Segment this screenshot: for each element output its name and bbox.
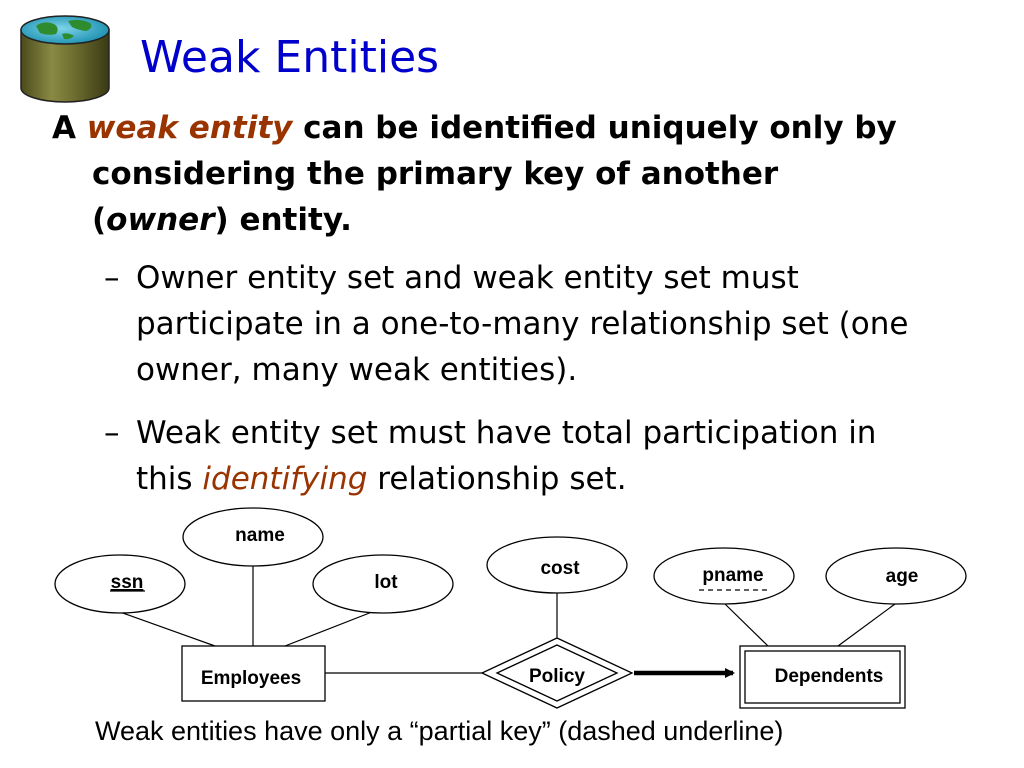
main-statement: A weak entity can be identified uniquely… — [52, 105, 1012, 243]
database-globe-icon — [20, 15, 110, 103]
sub-bullet-1: –Owner entity set and weak entity set mu… — [104, 255, 1014, 393]
entity-employees-label: Employees — [201, 668, 301, 689]
relationship-policy-label: Policy — [529, 666, 585, 687]
attribute-name-label: name — [235, 525, 285, 546]
pname-connector — [724, 603, 769, 647]
main-line-3-open: ( — [92, 202, 107, 238]
main-line-1-prefix: A — [52, 110, 87, 146]
dash-bullet: – — [104, 260, 120, 296]
age-connector — [837, 603, 896, 647]
attribute-age-label: age — [886, 566, 919, 587]
entity-employees: Employees — [181, 645, 326, 702]
weak-entity-term: weak entity — [86, 110, 293, 146]
attribute-age: age — [825, 547, 967, 605]
sub-bullet-1-line-2: participate in a one-to-many relationshi… — [136, 306, 909, 342]
sub-bullet-1-line-3: owner, many weak entities). — [136, 352, 578, 388]
relationship-policy: Policy — [480, 637, 634, 709]
attribute-cost-label: cost — [540, 558, 580, 579]
attribute-ssn: ssn — [54, 554, 186, 614]
sub-bullet-2-prefix: this — [136, 461, 203, 497]
attribute-lot-label: lot — [374, 572, 398, 593]
main-line-3: (owner) entity. — [52, 197, 1012, 243]
dash-bullet: – — [104, 415, 120, 451]
ssn-connector — [119, 611, 216, 647]
sub-bullet-1-text-1: Owner entity set and weak entity set mus… — [136, 260, 799, 296]
main-line-1-rest: can be identified uniquely only by — [292, 110, 897, 146]
owner-term: owner — [106, 202, 215, 238]
main-line-3-close: ) entity. — [214, 202, 352, 238]
attribute-cost: cost — [486, 536, 628, 594]
attribute-pname-label: pname — [702, 565, 763, 586]
entity-dependents: Dependents — [739, 645, 906, 709]
sub-bullet-2: –Weak entity set must have total partici… — [104, 410, 1014, 502]
attribute-pname: pname — [653, 547, 795, 605]
slide-title: Weak Entities — [140, 32, 440, 83]
sub-bullet-2-line-2: this identifying relationship set. — [104, 456, 1014, 502]
sub-bullet-2-line-1: –Weak entity set must have total partici… — [104, 410, 1014, 456]
attribute-ssn-label: ssn — [111, 572, 144, 593]
diagram-connectors — [119, 566, 896, 674]
identifying-term: identifying — [202, 461, 368, 497]
slide-caption: Weak entities have only a “partial key” … — [95, 716, 784, 746]
lot-connector — [284, 611, 373, 647]
attribute-name: name — [182, 507, 324, 567]
main-line-2: considering the primary key of another — [92, 156, 779, 192]
sub-bullet-1-line-1: –Owner entity set and weak entity set mu… — [104, 255, 1014, 301]
sub-bullet-2-rest: relationship set. — [367, 461, 627, 497]
sub-bullet-2-text-1: Weak entity set must have total particip… — [136, 415, 877, 451]
attribute-lot: lot — [312, 554, 454, 614]
main-line-1: A weak entity can be identified uniquely… — [52, 105, 1012, 151]
entity-dependents-label: Dependents — [775, 666, 884, 687]
